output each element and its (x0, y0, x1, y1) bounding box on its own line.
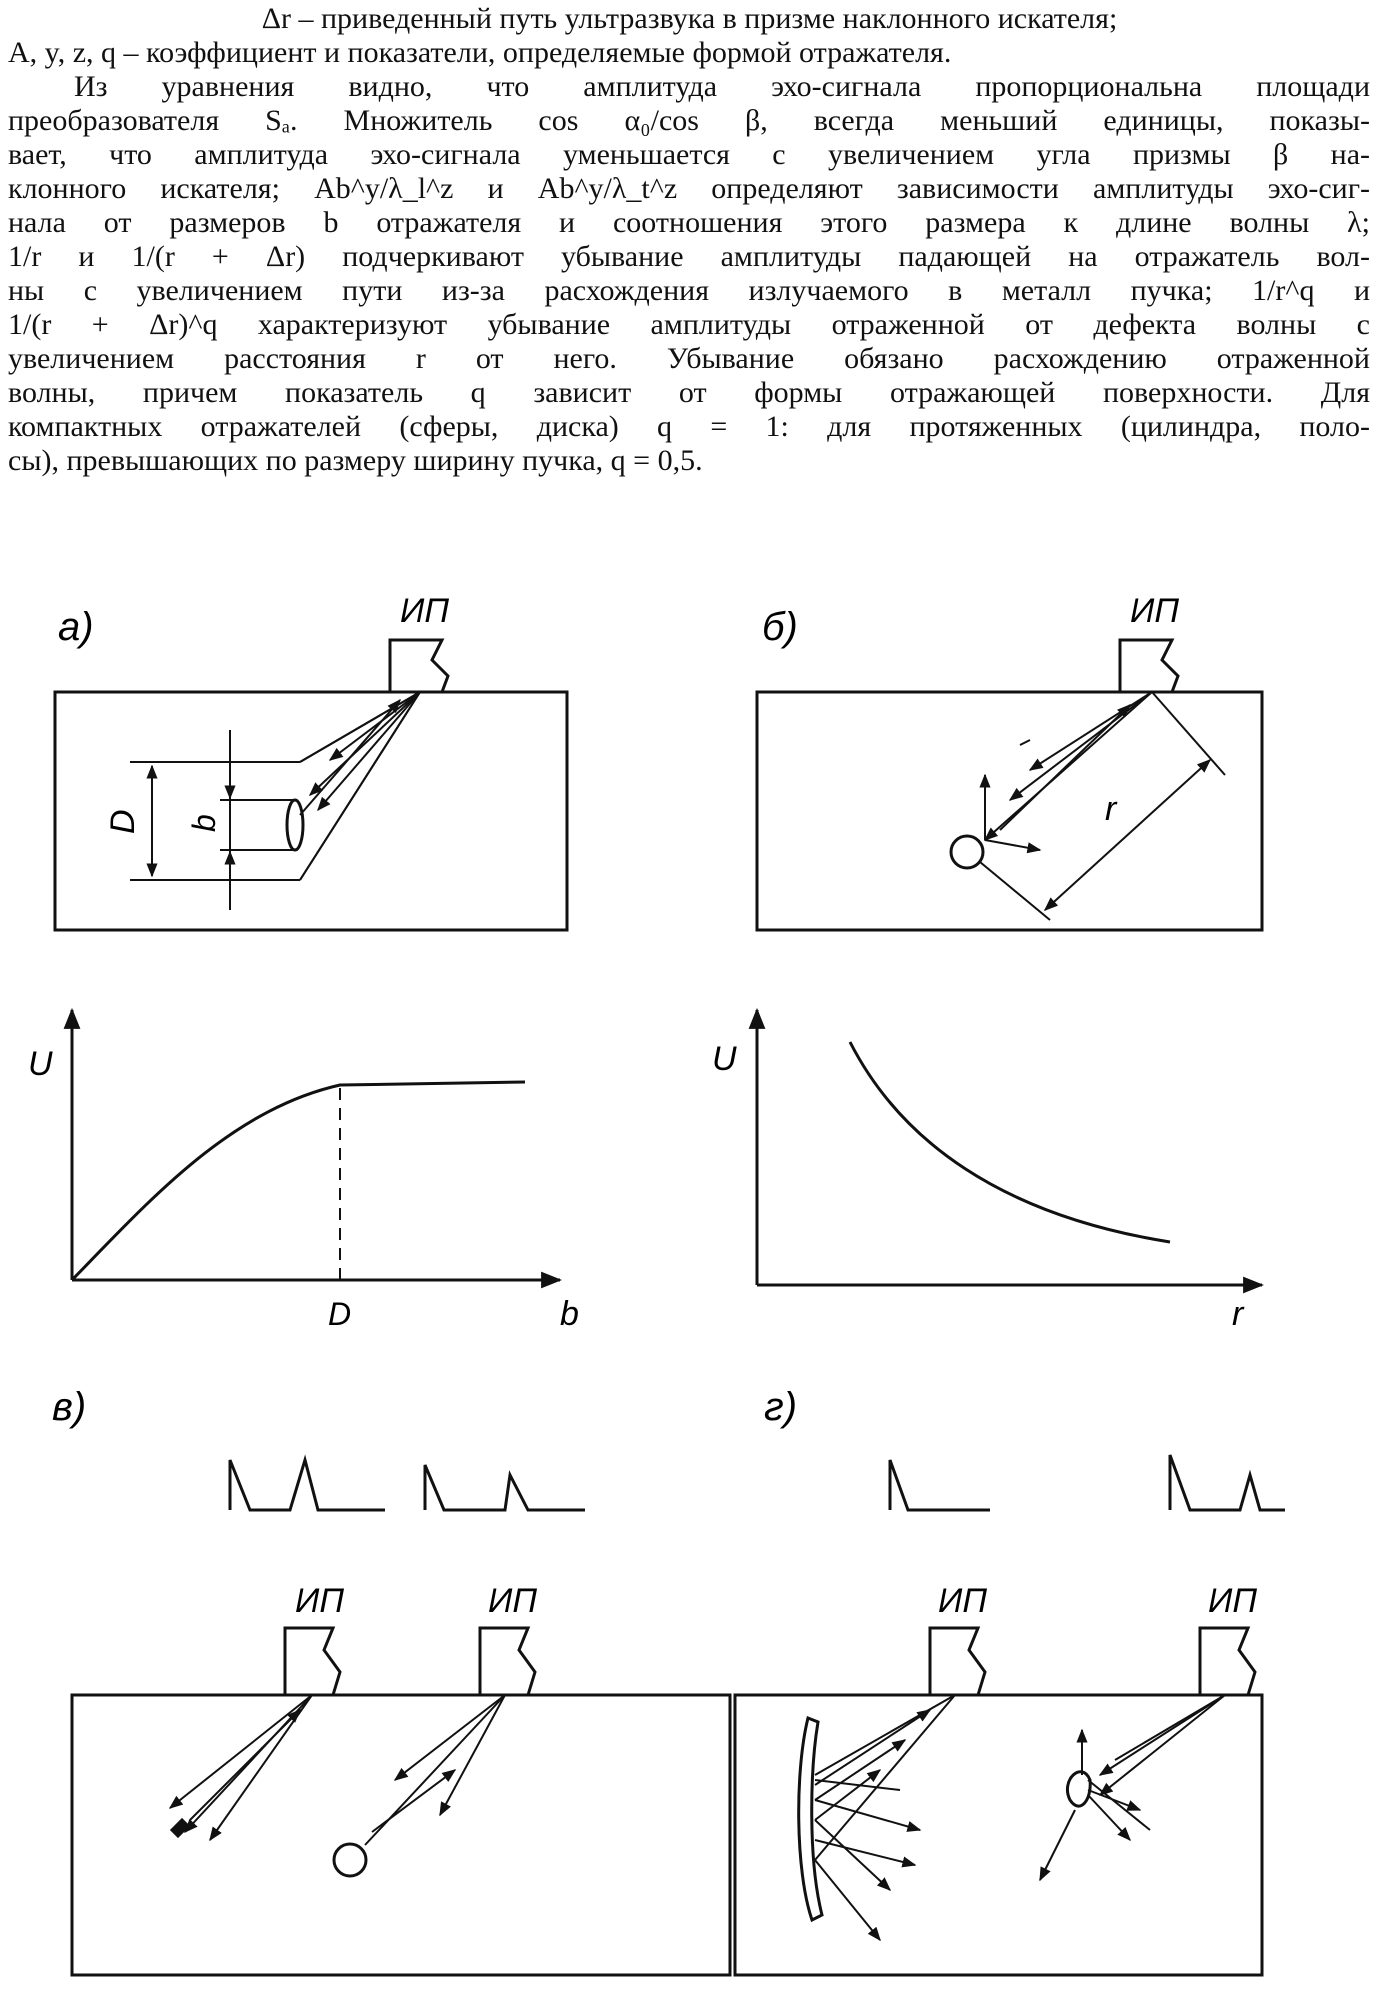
panel-label-g: г) (764, 1385, 797, 1429)
panel-g-block: ИП ИП (733, 1582, 1264, 1977)
flaw-small-plate (169, 1817, 191, 1839)
text-line-14: сы), превышающих по размеру ширину пучка… (8, 444, 703, 477)
sphere-reflector-v (332, 1842, 368, 1878)
text-line-5: вает, что амплитуда эхо-сигнала уменьшае… (8, 138, 1370, 171)
text-line-12: волны, причем показатель q зависит от фо… (8, 376, 1370, 409)
panel-v-block: ИП ИП (70, 1582, 732, 1977)
probe-label-g-1: ИП (938, 1582, 987, 1620)
text-line-2: A, y, z, q – коэффициент и показатели, о… (8, 36, 952, 69)
text-line-3: Из уравнения видно, что амплитуда эхо-си… (74, 70, 1370, 103)
text-line-7: нала от размеров b отражателя и соотноше… (8, 206, 1370, 239)
probe-label-g-2: ИП (1208, 1582, 1257, 1620)
flaw-elongated (1066, 1770, 1092, 1808)
probe-label-v-2: ИП (488, 1582, 537, 1620)
text-line-11: увеличением расстояния r от него. Убыван… (8, 342, 1370, 375)
panel-b-block: ИП r (755, 592, 1264, 932)
text-line-4: преобразователя Sₐ. Множитель cos α₀/cos… (8, 104, 1370, 137)
dim-b-label: b (186, 814, 222, 832)
text-line-6: клонного искателя; Ab^y/λ_l^z и Ab^y/λ_t… (8, 172, 1370, 205)
tick-D: D (328, 1296, 351, 1332)
probe-label-v-1: ИП (295, 1582, 344, 1620)
sphere-reflector-b (949, 834, 985, 870)
probe-label-a: ИП (400, 592, 449, 630)
dim-D-label: D (104, 809, 142, 834)
probe-v-1 (283, 1626, 342, 1696)
text-line-13: компактных отражателей (сферы, диска) q … (8, 410, 1370, 443)
flaw-planar (797, 1715, 824, 1923)
pulses-v (228, 1454, 585, 1512)
text-line-8: 1/r и 1/(r + Δr) подчеркивают убывание а… (8, 240, 1370, 273)
probe-label-b: ИП (1130, 592, 1179, 630)
text-line-9: ны с увеличением пути из-за расхождения … (8, 274, 1370, 307)
panel-label-b: б) (762, 605, 798, 649)
dim-r-label: r (1105, 790, 1118, 828)
probe-g-2 (1198, 1626, 1257, 1696)
curve-U-b (70, 1080, 526, 1282)
axis-U-b: U (712, 1040, 737, 1078)
text-line-1: Δr – приведенный путь ультразвука в приз… (261, 2, 1118, 35)
curve-U-r (848, 1041, 1171, 1244)
axis-U-a: U (28, 1045, 53, 1083)
panel-label-v: в) (52, 1385, 86, 1429)
axis-r: r (1232, 1295, 1245, 1333)
graph-a: U b D (28, 1007, 579, 1333)
probe-v-2 (478, 1626, 537, 1696)
probe-a (388, 638, 450, 693)
panel-label-a: а) (58, 605, 94, 649)
probe-g-1 (928, 1626, 987, 1696)
text-line-10: 1/(r + Δr)^q характеризуют убывание ампл… (8, 308, 1370, 341)
graph-b: U r (712, 1007, 1265, 1333)
panel-a-block: ИП D b (53, 592, 569, 932)
axis-b: b (560, 1295, 579, 1333)
probe-b (1118, 638, 1180, 693)
pulses-g (888, 1454, 1285, 1512)
